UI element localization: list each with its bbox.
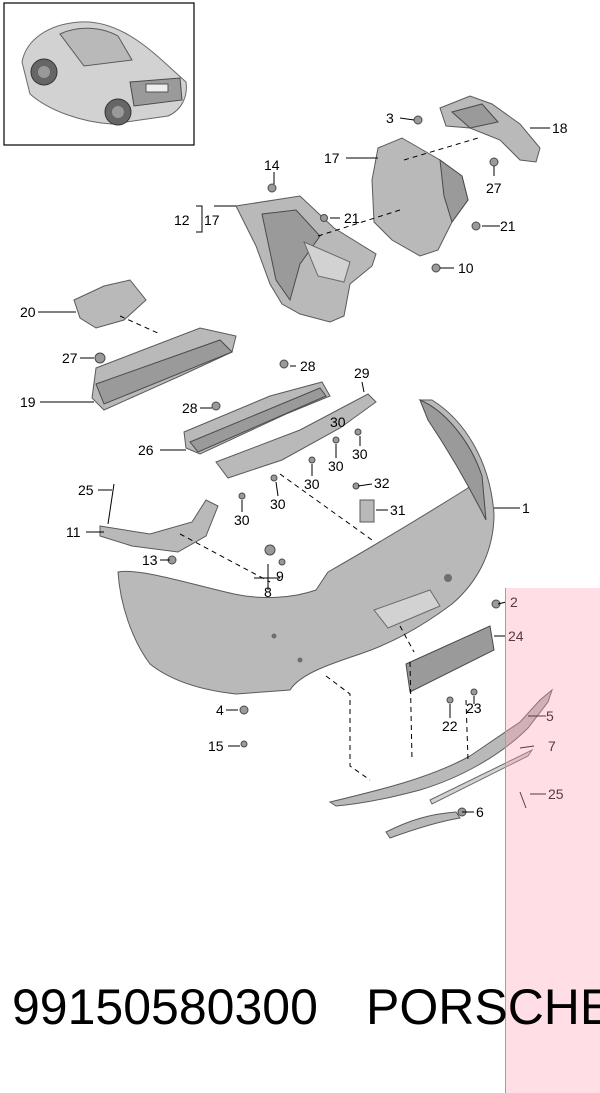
callout-21-right: 21: [500, 218, 516, 234]
callout-11: 11: [66, 524, 81, 540]
callout-30-e: 30: [352, 446, 368, 462]
callout-12: 12: [174, 212, 190, 228]
part-number: 99150580300: [12, 979, 318, 1035]
car-thumbnail: [3, 2, 195, 146]
callout-23: 23: [466, 700, 482, 716]
part-17-left-bracket: [235, 195, 377, 323]
callout-30-c: 30: [304, 476, 320, 492]
callout-1: 1: [522, 500, 530, 516]
callout-27-right: 27: [486, 180, 502, 196]
callout-28-top: 28: [300, 358, 316, 374]
callout-7: 7: [548, 738, 556, 754]
callout-15: 15: [208, 738, 224, 754]
callout-26: 26: [138, 442, 154, 458]
callout-13: 13: [142, 552, 158, 568]
callout-32: 32: [374, 475, 390, 491]
callout-17-right: 17: [324, 150, 340, 166]
callout-21-left: 21: [344, 210, 360, 226]
callout-30-f: 30: [330, 414, 346, 430]
callout-25-right: 25: [548, 786, 564, 802]
part-20-shield: [73, 279, 147, 329]
callout-14: 14: [264, 157, 280, 173]
part-6-strip: [385, 811, 461, 839]
callout-8: 8: [264, 584, 272, 600]
callout-30-b: 30: [270, 496, 286, 512]
part-5-diffuser: [328, 688, 554, 807]
callout-24: 24: [508, 628, 524, 644]
part-24-plate: [405, 625, 495, 693]
callout-2: 2: [510, 594, 518, 610]
callout-20: 20: [20, 304, 36, 320]
part-29-beam: [215, 393, 377, 479]
callout-27-left: 27: [62, 350, 78, 366]
callout-29: 29: [354, 365, 370, 381]
callout-25-left: 25: [78, 482, 94, 498]
callout-3: 3: [386, 110, 394, 126]
callout-18: 18: [552, 120, 568, 136]
callout-19: 19: [20, 394, 36, 410]
callout-17-left: 17: [204, 212, 220, 228]
callout-9: 9: [276, 568, 284, 584]
selection-highlight: [505, 588, 600, 1093]
part-26-absorber: [183, 381, 331, 455]
leader-lines: [38, 117, 550, 813]
callout-4: 4: [216, 702, 224, 718]
part-18-bracket: [439, 95, 541, 163]
callout-30-d: 30: [328, 458, 344, 474]
fasteners: [94, 115, 527, 817]
footer: 99150580300 PORSCHE: [0, 978, 600, 1058]
callout-31: 31: [390, 502, 406, 518]
part-1-bumper-cover: [117, 399, 495, 695]
callout-28-left: 28: [182, 400, 198, 416]
assembly-lines: [119, 137, 479, 781]
part-19-panel: [91, 327, 237, 411]
callout-22: 22: [442, 718, 458, 734]
part-17-right-bracket: [371, 137, 469, 257]
part-11-guide: [99, 499, 219, 553]
callout-6: 6: [476, 804, 484, 820]
callout-5: 5: [546, 708, 554, 724]
brand-name: PORSCHE: [366, 979, 600, 1035]
callout-30-a: 30: [234, 512, 250, 528]
callout-10: 10: [458, 260, 474, 276]
callout-labels: 1 2 3 4 5 6 7 8 9 10 11 12 13 14 15 17 1…: [20, 110, 568, 820]
